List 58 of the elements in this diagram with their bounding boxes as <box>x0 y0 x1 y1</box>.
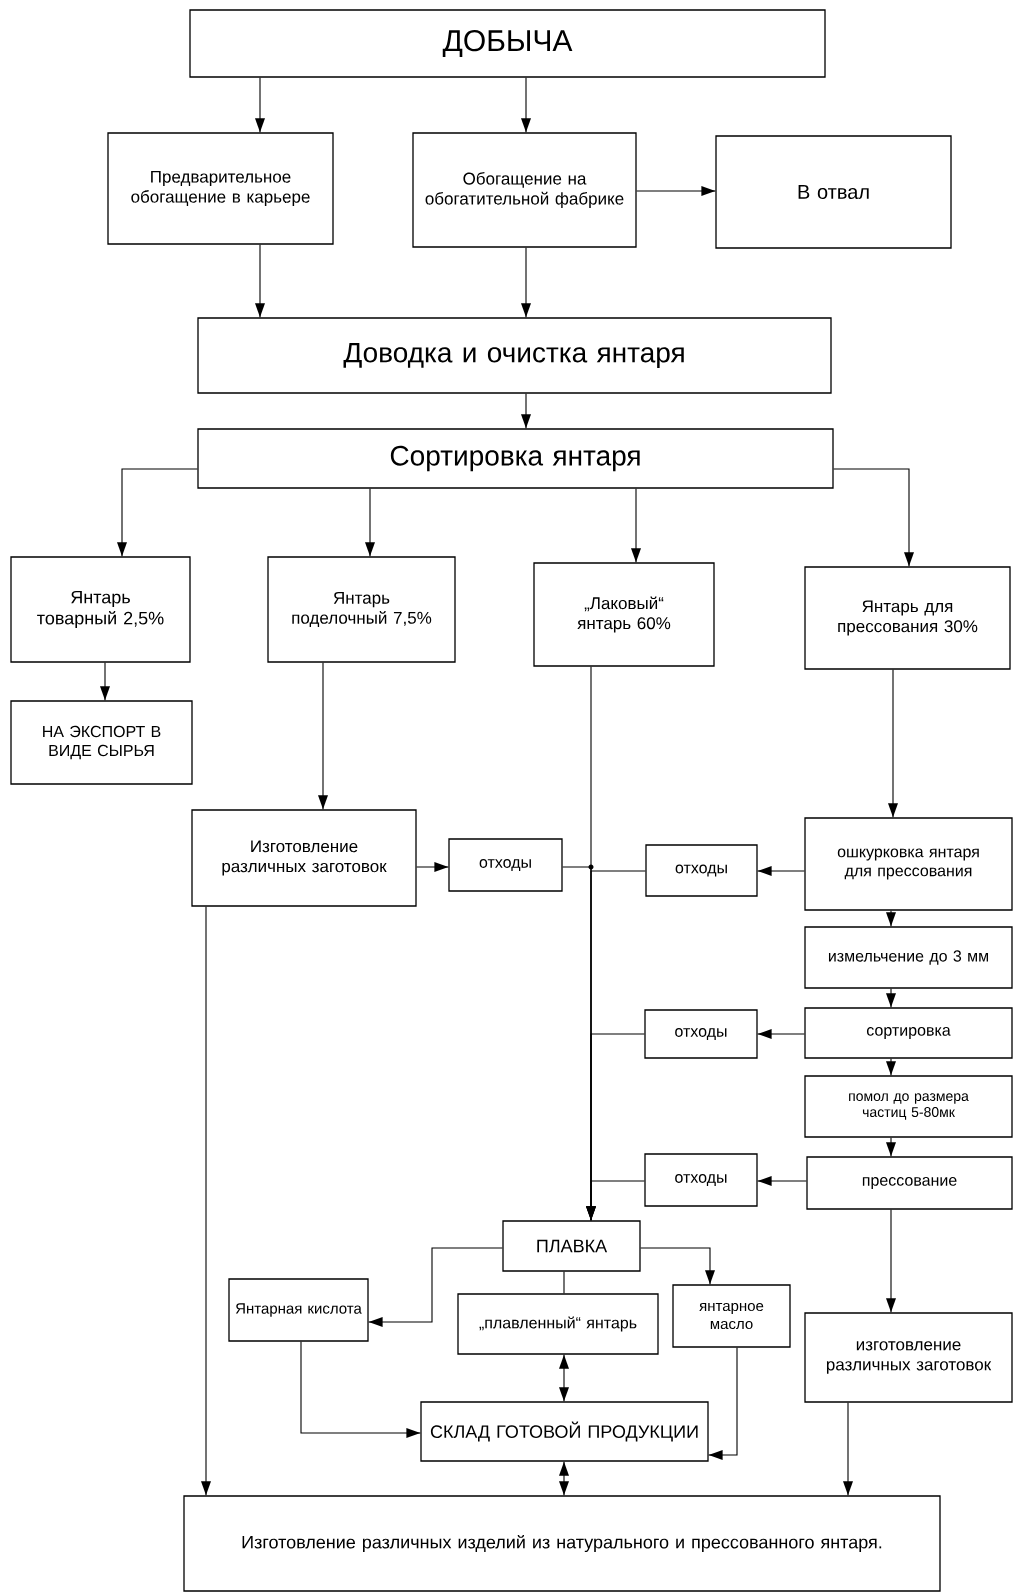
process-box: изготовление различных заготовок <box>804 1312 1013 1403</box>
process-box: ошкурковка янтаря для прессования <box>804 817 1013 911</box>
arrow <box>843 1402 853 1496</box>
arrow <box>886 1137 896 1157</box>
arrow <box>201 906 211 1496</box>
arrow <box>886 1209 896 1313</box>
process-box: В отвал <box>715 135 952 249</box>
arrow <box>757 866 805 876</box>
process-box: измельчение до 3 мм <box>804 926 1013 989</box>
arrow <box>636 186 716 196</box>
process-box: Янтарь для прессования 30% <box>804 566 1011 670</box>
arrow <box>100 662 110 701</box>
process-box: янтарное масло <box>672 1284 791 1348</box>
arrow <box>757 1176 807 1186</box>
arrow <box>559 1354 569 1402</box>
arrow <box>886 910 896 927</box>
arrow <box>416 862 449 872</box>
process-box: НА ЭКСПОРТ В ВИДЕ СЫРЬЯ <box>10 700 193 785</box>
arrow <box>640 1247 715 1285</box>
arrow <box>886 988 896 1008</box>
arrow <box>300 1341 421 1438</box>
arrow <box>521 77 531 133</box>
process-box: Изготовление различных изделий из натурального и прессованного янтаря. <box>183 1495 941 1592</box>
process-box: „Лаковый“ янтарь 60% <box>533 562 715 667</box>
arrow <box>318 662 328 810</box>
arrow <box>255 244 265 318</box>
process-box: сортировка <box>804 1007 1013 1059</box>
arrow <box>757 1029 805 1039</box>
process-box: Янтарь товарный 2,5% <box>10 556 191 663</box>
process-box: СКЛАД ГОТОВОЙ ПРОДУКЦИИ <box>420 1401 709 1462</box>
process-box: Предварительное обогащение в карьере <box>107 132 334 245</box>
process-box: ПЛАВКА <box>502 1220 641 1272</box>
arrow <box>117 468 198 557</box>
arrow <box>368 1247 503 1327</box>
process-box: Сортировка янтаря <box>197 428 834 489</box>
arrow <box>833 468 914 567</box>
arrow <box>559 1461 569 1496</box>
process-box: Обогащение на обогатительной фабрике <box>412 132 637 248</box>
process-box: Янтарь поделочный 7,5% <box>267 556 456 663</box>
process-box: Янтарная кислота <box>228 1278 369 1342</box>
arrow <box>631 488 641 563</box>
process-box: Изготовление различных заготовок <box>191 809 417 907</box>
arrow <box>365 488 375 557</box>
arrow <box>255 77 265 133</box>
process-box: отходы <box>644 1009 758 1059</box>
process-box: прессование <box>806 1156 1013 1210</box>
arrow <box>521 247 531 318</box>
arrow <box>521 393 531 429</box>
process-box: отходы <box>645 844 758 897</box>
process-box: „плавленный“ янтарь <box>457 1293 659 1355</box>
process-box: Доводка и очистка янтаря <box>197 317 832 394</box>
process-box: отходы <box>448 838 563 892</box>
arrow <box>888 669 898 818</box>
process-box: помол до размера частиц 5-80мк <box>804 1075 1013 1138</box>
process-box: отходы <box>644 1153 758 1207</box>
arrow <box>708 1347 738 1460</box>
arrow <box>886 1058 896 1076</box>
process-box: ДОБЫЧА <box>189 9 826 78</box>
